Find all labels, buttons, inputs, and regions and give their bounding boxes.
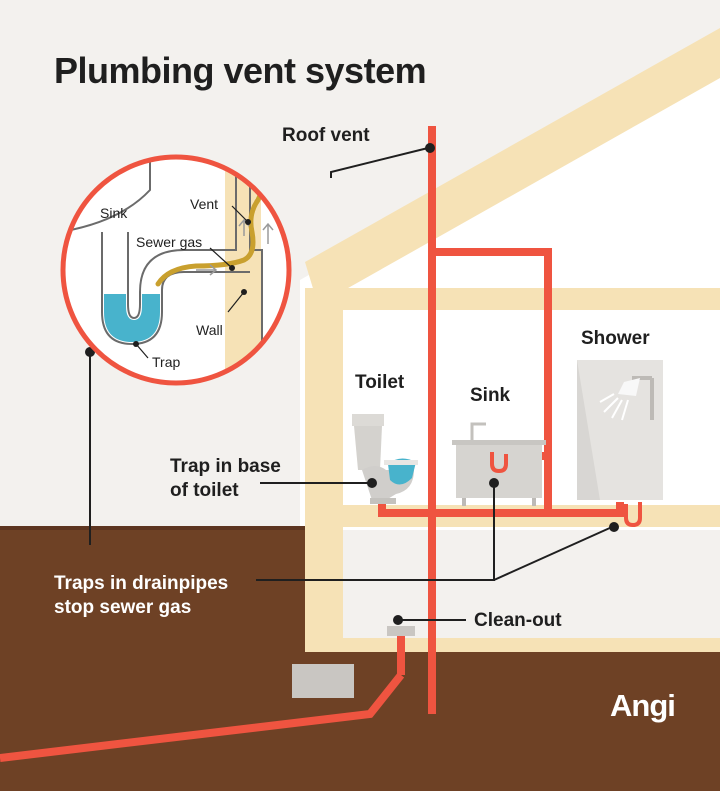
faucet-icon [470, 422, 486, 440]
label-shower: Shower [581, 328, 650, 349]
inset-detail [60, 154, 292, 386]
inset-label-sink: Sink [100, 205, 128, 221]
label-trap-toilet: Trap in base of toilet [170, 456, 281, 501]
label-roof-vent: Roof vent [282, 125, 370, 146]
shower-trap [624, 502, 642, 528]
angi-logo: Angi [610, 688, 676, 723]
page-title: Plumbing vent system [54, 50, 427, 91]
sewer-line [0, 672, 405, 762]
shower-head-icon [618, 378, 640, 396]
inset-trap-water [104, 294, 160, 342]
inset-sewer-gas [155, 175, 265, 287]
branch-vent [432, 248, 552, 510]
inset-label-trap: Trap [152, 354, 181, 370]
inset-label-sewer-gas: Sewer gas [136, 234, 203, 250]
label-sink: Sink [470, 385, 511, 406]
sink-cabinet [452, 422, 546, 506]
ground-right [305, 652, 720, 791]
roof-rafter [305, 28, 720, 305]
sink-trap [490, 452, 508, 474]
label-traps-drainpipes: Traps in drainpipes stop sewer gas [54, 573, 229, 618]
attic-beam [318, 288, 720, 310]
inset-label-vent: Vent [190, 196, 219, 212]
inset-border [60, 154, 292, 386]
label-clean-out: Clean-out [474, 610, 562, 631]
inset-sink-basin [63, 157, 151, 233]
basement-beam [305, 638, 720, 652]
clean-out-cap [387, 626, 415, 636]
leader-lines [89, 147, 613, 621]
wall-stud [305, 288, 343, 690]
toilet [352, 414, 418, 504]
foundation-block [292, 664, 354, 698]
label-toilet: Toilet [355, 372, 405, 393]
leader-dots [85, 143, 619, 625]
inset-label-wall: Wall [196, 322, 223, 338]
shower [577, 360, 663, 528]
ground-left [0, 528, 305, 791]
